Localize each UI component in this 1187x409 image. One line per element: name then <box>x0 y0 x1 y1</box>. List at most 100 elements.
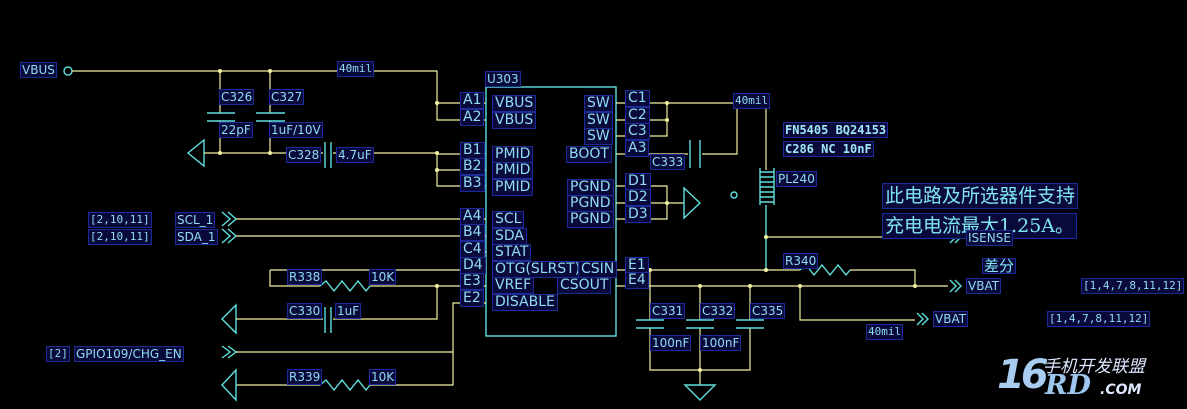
net-label-chg-en: GPIO109/CHG_EN <box>74 346 184 362</box>
vbus-connector-icon <box>63 66 73 76</box>
pin-number: E2 <box>460 290 484 307</box>
ref-r338: R338 <box>287 269 323 285</box>
ref-r340: R340 <box>783 253 819 269</box>
net-label-scl: SCL_1 <box>175 212 216 228</box>
ground-icon <box>683 384 717 401</box>
pin-name: BOOT <box>566 146 612 163</box>
ic-ref-u303: U303 <box>485 71 521 87</box>
ref-c328: C328 <box>286 147 322 163</box>
pin-number: B4 <box>460 224 485 241</box>
ref-c326: C326 <box>219 89 255 105</box>
pin-name: VBUS <box>492 95 537 112</box>
value-r338: 10K <box>369 269 397 285</box>
capacitor-c328-icon <box>324 142 332 168</box>
sda-page-ref: [2,10,11] <box>88 229 152 245</box>
ref-c332: C332 <box>700 303 736 319</box>
value-c326: 22pF <box>219 122 253 138</box>
pin-number: D1 <box>625 173 651 190</box>
pin-number: B1 <box>460 142 485 159</box>
pin-name: SDA <box>492 228 527 245</box>
variant-note-line2: C286 NC 10nF <box>783 141 874 157</box>
trace-width-vbus: 40mil <box>337 61 375 77</box>
pin-number: A2 <box>460 109 485 126</box>
pin-number: D3 <box>625 206 651 223</box>
scl-page-ref: [2,10,11] <box>88 212 152 228</box>
net-label-vbus: VBUS <box>20 62 57 78</box>
offpage-connector-icon <box>221 211 238 244</box>
ref-c335: C335 <box>750 303 786 319</box>
pin-name: VREF <box>492 277 535 294</box>
value-c331: 100nF <box>650 335 692 351</box>
pin-name: PGND <box>567 211 614 228</box>
differential-note: 差分 <box>982 257 1017 275</box>
offpage-connector-icon <box>916 279 962 326</box>
pin-name: SW <box>584 128 613 145</box>
pin-number: C3 <box>625 123 650 140</box>
variant-note-line1: FN5405 BQ24153 <box>783 122 889 138</box>
pin-name: VBUS <box>492 112 537 129</box>
pin-name: CSIN <box>578 261 618 278</box>
value-c327: 1uF/10V <box>269 122 323 138</box>
pin-number: D2 <box>625 189 651 206</box>
pin-number: C4 <box>460 241 485 258</box>
ref-c327: C327 <box>269 89 305 105</box>
net-label-vbat-2: VBAT <box>933 311 969 327</box>
logo-cn-text: 手机开发联盟 <box>1043 357 1145 377</box>
pin-name: PMID <box>492 162 534 179</box>
pin-number: B2 <box>460 158 485 175</box>
decoupling-wires <box>219 71 271 153</box>
ref-c333: C333 <box>650 154 686 170</box>
pin-name: DISABLE <box>492 294 558 311</box>
capacitor-c331-c332-c335-icon <box>636 319 764 329</box>
pin-name: PGND <box>567 195 614 212</box>
value-r339: 10K <box>369 369 397 385</box>
ref-c330: C330 <box>287 303 323 319</box>
current-note-line1: 此电路及所选器件支持 <box>882 183 1079 209</box>
ground-icon <box>683 186 702 220</box>
value-c332: 100nF <box>700 335 742 351</box>
ref-pl240: PL240 <box>776 171 817 187</box>
capacitor-c333-icon <box>689 140 701 168</box>
inductor-pl240-icon <box>759 168 775 205</box>
pin-number: B3 <box>460 175 485 192</box>
ref-c331: C331 <box>650 303 686 319</box>
net-label-sda: SDA_1 <box>175 229 218 245</box>
pin-number: E4 <box>625 272 649 289</box>
pin-name: CSOUT <box>557 277 612 294</box>
pin-number: E3 <box>460 273 484 290</box>
pin-name: PMID <box>492 179 534 196</box>
pin1-marker-icon <box>730 191 738 199</box>
offpage-connector-icon <box>221 345 238 359</box>
pin-name: PMID <box>492 146 534 163</box>
net-label-vbat-1: VBAT <box>966 278 1002 294</box>
pin-number: A4 <box>460 208 485 225</box>
pin-name: OTG(SLRST) <box>492 261 584 278</box>
ground-icon <box>221 303 237 335</box>
logo-com: .COM <box>1100 382 1142 398</box>
pin-name: STAT <box>492 244 532 261</box>
pin-number: A3 <box>625 140 650 157</box>
ground-icon <box>221 368 237 402</box>
pin-name: SCL <box>492 211 525 228</box>
capacitor-c326-c327-icon <box>207 112 285 122</box>
logo-number: 16 <box>997 352 1049 398</box>
watermark-logo: 16 手机开发联盟 RD .COM <box>995 352 1187 402</box>
capacitor-c330-icon <box>324 307 332 333</box>
pin-number: A1 <box>460 92 485 109</box>
vbat-page-ref-1: [1,4,7,8,11,12] <box>1081 278 1185 294</box>
pin-number: E1 <box>625 257 649 274</box>
net-label-isense: ISENSE <box>966 230 1013 246</box>
pin-number: C1 <box>625 90 650 107</box>
ic-u303-body <box>485 86 617 337</box>
pin-number: D4 <box>460 257 486 274</box>
pin-number: C2 <box>625 107 650 124</box>
value-c328: 4.7uF <box>336 147 374 163</box>
resistor-r339-icon <box>319 378 371 392</box>
trace-width-vbat: 40mil <box>866 324 904 340</box>
ref-r339: R339 <box>287 369 323 385</box>
value-c330: 1uF <box>335 303 362 319</box>
trace-width-sw: 40mil <box>733 93 771 109</box>
i2c-wires <box>236 218 486 237</box>
resistor-r338-icon <box>319 279 371 293</box>
chg-en-page-ref: [2] <box>46 346 70 362</box>
